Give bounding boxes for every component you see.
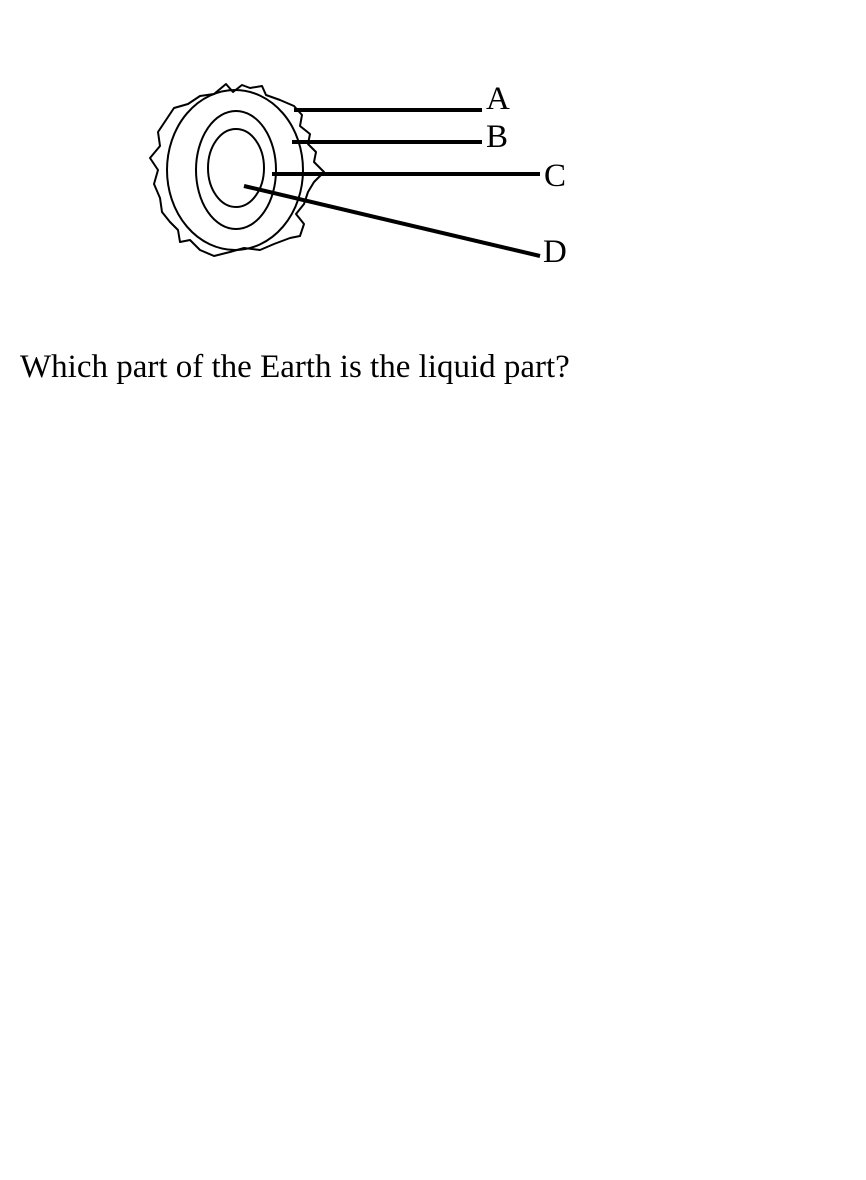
earth-inner-core [207,128,265,208]
earth-layers-diagram: A B C D [149,81,567,270]
label-a: A [486,81,510,117]
label-b: B [486,119,508,155]
earth-mantle [166,89,304,251]
question-text: Which part of the Earth is the liquid pa… [20,349,570,385]
leader-line-d [243,184,541,258]
label-d: D [543,234,567,270]
earth-outer-core [195,110,277,230]
label-c: C [544,158,566,194]
